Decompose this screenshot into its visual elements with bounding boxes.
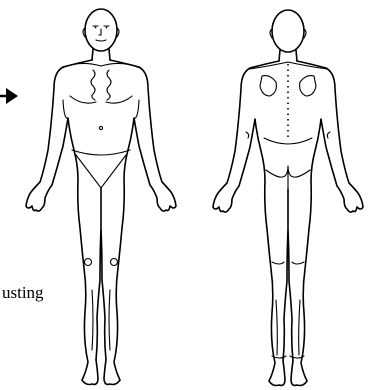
arrow-right-icon — [0, 88, 18, 104]
caption-fragment: usting — [2, 283, 44, 303]
human-body-front-icon — [26, 9, 176, 385]
human-body-back-icon — [213, 10, 363, 386]
front-head — [83, 9, 119, 51]
